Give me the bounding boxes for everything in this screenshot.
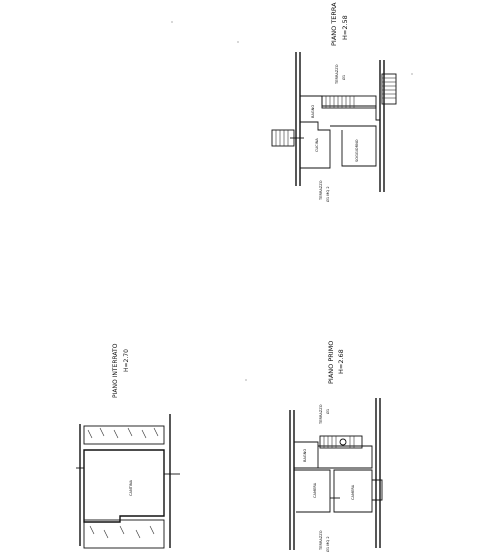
scan-speck — [171, 21, 173, 23]
ground-top-note-line2: Ø1 — [341, 75, 346, 80]
mezzanine-height: H=2.70 — [123, 349, 130, 372]
scan-speck — [245, 379, 247, 381]
first-bottom-note-line2: Ø1 MQ 2 — [325, 536, 330, 552]
first-bottom-note-line1: TERRAZZO — [319, 530, 323, 551]
first-top-note-line1: TERRAZZO — [319, 404, 323, 425]
ground-cucina-label: CUCINA — [315, 138, 319, 152]
scan-speck — [411, 73, 413, 75]
ground-bottom-note-line2: Ø1 MQ 2 — [325, 186, 330, 202]
ground-bagno-label: BAGNO — [311, 105, 315, 118]
first-bagno-label: BAGNO — [303, 449, 307, 462]
ground-bottom-note-line1: TERRAZZO — [319, 180, 323, 201]
first-camera-right-label: CAMERA — [351, 484, 355, 500]
first-top-note-line2: Ø1 — [325, 409, 330, 414]
ground-floor-height: H=2.58 — [341, 15, 349, 40]
first-floor-height: H=2.68 — [337, 349, 345, 374]
cantina-label: CANTINA — [129, 479, 133, 496]
first-floor-plan: PIANO PRIMO H=2.68 BAGNO CAMERA CAMERA T… — [289, 341, 383, 552]
ground-soggiorno-label: SOGGIORNO — [355, 139, 359, 162]
scan-speck — [237, 41, 239, 43]
first-camera-left-label: CAMERA — [313, 482, 317, 498]
mezzanine-title: PIANO INTERRATO — [112, 343, 119, 398]
mezzanine-plan: PIANO INTERRATO H=2.70 CANTINA — [76, 343, 180, 549]
ground-floor-plan: PIANO TERRA H=2.58 — [271, 2, 397, 202]
first-floor-title: PIANO PRIMO — [327, 341, 335, 384]
ground-floor-title: PIANO TERRA — [330, 2, 338, 46]
ground-top-note-line1: TERRAZZO — [335, 64, 339, 85]
